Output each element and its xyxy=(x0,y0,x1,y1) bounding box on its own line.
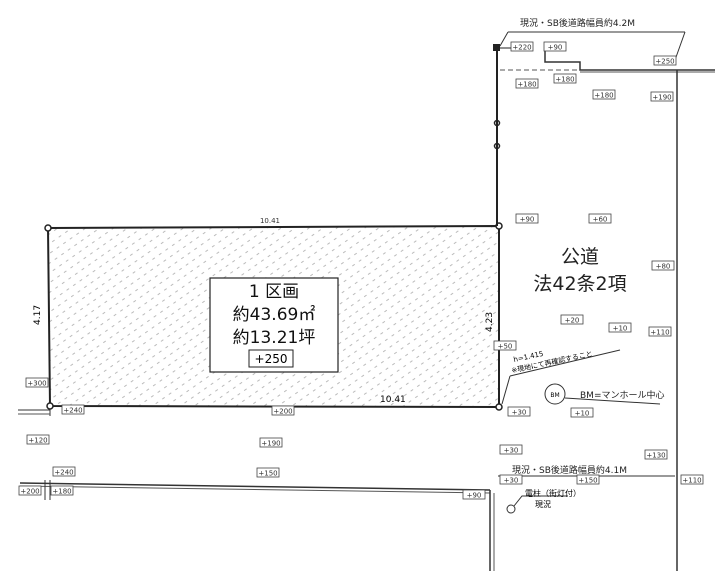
level-tag-box xyxy=(50,485,74,496)
level-tag-box xyxy=(588,213,612,224)
level-tag-box xyxy=(515,78,539,89)
level-tag-box xyxy=(499,444,523,455)
level-tag-box xyxy=(576,474,600,485)
road-name: 公道 xyxy=(561,246,599,268)
level-tag: +200 xyxy=(273,408,292,416)
level-tag-box xyxy=(499,474,523,485)
level-tag-box xyxy=(26,434,50,445)
level-tag-box xyxy=(462,489,486,500)
level-tag-box xyxy=(256,467,280,478)
level-tag-box xyxy=(493,340,517,351)
lot-title: 1 区画 xyxy=(249,282,299,302)
level-tag: +30 xyxy=(504,477,519,485)
level-tag: +180 xyxy=(517,81,536,89)
level-tag: +10 xyxy=(613,325,628,333)
level-tag-box xyxy=(592,89,616,100)
level-tag: +220 xyxy=(512,44,531,52)
level-tag: +200 xyxy=(20,488,39,496)
level-tag: +180 xyxy=(555,76,574,84)
level-tag-box xyxy=(680,474,704,485)
level-tag-box xyxy=(570,407,594,418)
level-tag-box xyxy=(259,437,283,448)
road-edge xyxy=(544,42,715,71)
level-tag: +180 xyxy=(52,488,71,496)
level-tag: +110 xyxy=(650,329,669,337)
bm-note: BM=マンホール中心 xyxy=(580,389,664,401)
level-tag: +240 xyxy=(63,407,82,415)
level-tag-box xyxy=(52,466,76,477)
level-tag: +190 xyxy=(652,94,671,102)
level-tag-box xyxy=(608,322,632,333)
level-tag-box xyxy=(271,405,295,416)
level-tag-box xyxy=(553,73,577,84)
level-tag: +110 xyxy=(682,477,701,485)
level-tag-box xyxy=(25,377,49,388)
dim-top: 10.41 xyxy=(260,217,280,225)
level-tag-box xyxy=(648,326,672,337)
level-tag-box xyxy=(653,55,677,66)
road-width-bottom: 現況・SB後道路幅員約4.1M xyxy=(512,464,627,476)
level-tag: +300 xyxy=(27,380,46,388)
level-tag: +10 xyxy=(575,410,590,418)
dim-bottom: 10.41 xyxy=(380,395,406,405)
dim-left: 4.17 xyxy=(33,305,43,325)
level-tag: +30 xyxy=(504,447,519,455)
level-tag: +60 xyxy=(593,216,608,224)
level-tag-box xyxy=(644,449,668,460)
level-tag: +20 xyxy=(565,317,580,325)
dim-right: 4.23 xyxy=(485,312,495,332)
level-tag-box xyxy=(515,213,539,224)
bm-symbol-label: BM xyxy=(550,392,559,399)
level-tag: +30 xyxy=(512,409,527,417)
level-tag: +90 xyxy=(548,44,563,52)
utility-pole-icon xyxy=(506,504,516,514)
level-tag-box xyxy=(543,41,567,52)
level-labels: +220 +90 +250 +180 +180 +180 +190 +90 +60 +80 +20 +… xyxy=(18,41,704,500)
pole-note: 電柱（街灯付） xyxy=(525,488,581,498)
level-tag: +80 xyxy=(656,263,671,271)
lot-level: +250 xyxy=(255,352,288,366)
level-tag: +250 xyxy=(655,58,674,66)
level-tag: +190 xyxy=(261,440,280,448)
level-tag-box xyxy=(651,260,675,271)
level-tag-box xyxy=(650,91,674,102)
level-tag-box xyxy=(18,485,42,496)
level-tag: +50 xyxy=(498,343,513,351)
bm-manhole-symbol xyxy=(544,383,566,405)
lot-area-m2: 約43.69㎡ xyxy=(233,305,316,325)
level-tag: +240 xyxy=(54,469,73,477)
boundary-marker xyxy=(493,44,500,51)
level-tag: +90 xyxy=(520,216,535,224)
level-tag: +90 xyxy=(467,492,482,500)
road-law: 法42条2項 xyxy=(533,273,626,295)
level-tag-box xyxy=(61,404,85,415)
road-width-top: 現況・SB後道路幅員約4.2M xyxy=(520,17,635,29)
lot-area-tsubo: 約13.21坪 xyxy=(233,328,316,348)
level-tag: +150 xyxy=(578,477,597,485)
level-tag: +180 xyxy=(594,92,613,100)
level-tag-box xyxy=(507,406,531,417)
pole-status: 現況 xyxy=(535,500,551,509)
level-tag: +120 xyxy=(28,437,47,445)
level-tag-box xyxy=(560,314,584,325)
level-tag: +130 xyxy=(646,452,665,460)
level-tag: +150 xyxy=(258,470,277,478)
level-tag-box xyxy=(510,41,534,52)
